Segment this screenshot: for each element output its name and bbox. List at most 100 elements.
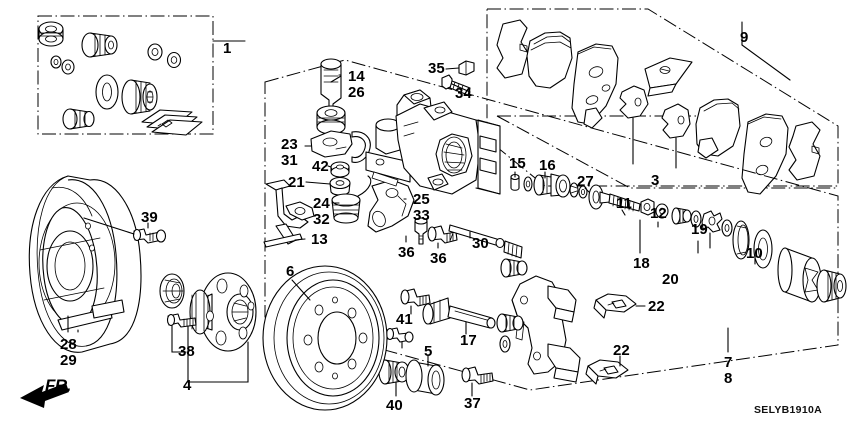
part-arm-25 [367,179,415,233]
part-caliper-bracket [511,275,581,383]
part-seal-stepped [38,21,64,47]
callout-34: 34 [455,85,472,102]
part-brake-pad-c [571,43,619,129]
part-bracket-boot-a [500,258,528,278]
part-retainer-23 [304,130,353,158]
callout-26: 26 [348,84,365,101]
part-washer-16b [569,182,579,198]
part-boot-ribbed-b [62,108,95,130]
part-ring-small-b [166,51,182,69]
part-bolt-36a [405,217,428,245]
callout-38: 38 [178,343,195,360]
callout-25: 25 [413,191,430,208]
callout-35: 35 [428,60,445,77]
part-boot-ribbed-a [81,32,118,58]
callout-22b: 22 [613,342,630,359]
part-shim-stack [141,109,203,136]
part-brake-pad-f [695,98,741,159]
part-adjuster-27 [584,184,641,212]
callout-10: 10 [746,245,763,262]
callout-27: 27 [577,173,594,190]
part-hub-4 [187,272,257,383]
part-piston-boot-10b [816,269,847,303]
part-lever-13 [263,179,315,248]
part-cap-15 [510,171,520,191]
part-clip-22a [593,293,646,319]
part-boot-17b [496,313,524,333]
callout-6: 6 [286,263,295,280]
seal-kit-contents [38,21,203,136]
part-brake-pad-b [526,31,573,89]
callout-36b: 36 [430,250,447,267]
callout-23: 23 [281,136,298,153]
callout-11: 11 [616,195,632,212]
part-nut-11 [621,198,655,216]
drawing-code-label: SELYB1910A [754,404,822,416]
callout-4: 4 [183,377,192,394]
part-pad-shim-h [788,121,821,181]
part-pad-retainer-plate [644,57,693,97]
callout-31: 31 [281,152,298,169]
part-brake-pad-g [741,113,789,195]
part-bolt-39 [83,217,167,244]
callout-12: 12 [650,205,667,222]
callout-13: 13 [311,231,328,248]
part-ring-tiny-a [50,55,62,69]
part-washer-20b [721,219,733,237]
part-snapring-19 [697,220,750,260]
part-bolt-36c [400,288,431,315]
callout-37: 37 [464,395,481,412]
part-bleeder-cap [316,105,346,135]
callout-19: 19 [691,221,708,238]
part-washer-18 [639,203,669,254]
part-cap-5 [405,354,445,396]
part-caliper-body [365,89,501,195]
part-bracket-boot-b [499,335,511,353]
part-slide-pin-17 [422,297,496,335]
callout-5: 5 [424,343,433,360]
part-bearing-38 [159,273,185,309]
front-direction-label: FR. [45,376,71,395]
callout-21: 21 [288,174,305,191]
callout-1: 1 [223,40,232,57]
part-pad-shim-d [619,85,649,165]
part-star-washer-20 [701,210,723,249]
callout-33: 33 [413,207,430,224]
callout-40: 40 [386,397,403,414]
callout-22a: 22 [648,298,665,315]
callout-17: 17 [460,332,477,349]
part-clip-31 [351,131,371,163]
part-seal-flat [95,74,119,110]
part-boot-12 [657,207,692,228]
callout-30: 30 [472,235,489,252]
part-boot-16 [533,171,571,198]
part-nut-40 [378,359,410,397]
part-spring-24 [331,175,372,224]
part-pin-34 [441,74,471,96]
orientation-arrow [20,383,69,408]
part-ring-tiny-b [61,59,75,75]
callout-15: 15 [509,155,526,172]
part-bleeder-screw [320,58,342,113]
callout-36a: 36 [398,244,415,261]
part-bolt-38 [166,313,197,353]
part-pin-30 [448,224,523,259]
callout-14: 14 [348,68,365,85]
part-ring-small-a [147,43,163,61]
part-brake-drum-6 [262,265,388,411]
part-bolt-41 [385,327,414,349]
callout-8: 8 [724,370,733,387]
part-seal-washer-19b [753,229,773,269]
callout-3: 3 [651,172,660,189]
part-bolt-37 [461,366,494,397]
part-boot-large [121,79,158,115]
callout-24: 24 [313,195,330,212]
part-piston-10 [754,247,822,303]
callout-29: 29 [60,352,77,369]
part-washer-16c [578,185,588,199]
part-bolt-35 [445,60,475,76]
part-washer-42 [327,161,350,178]
part-pad-shim-a [496,19,529,79]
callout-18: 18 [633,255,650,272]
part-backing-plate-28 [28,175,142,353]
